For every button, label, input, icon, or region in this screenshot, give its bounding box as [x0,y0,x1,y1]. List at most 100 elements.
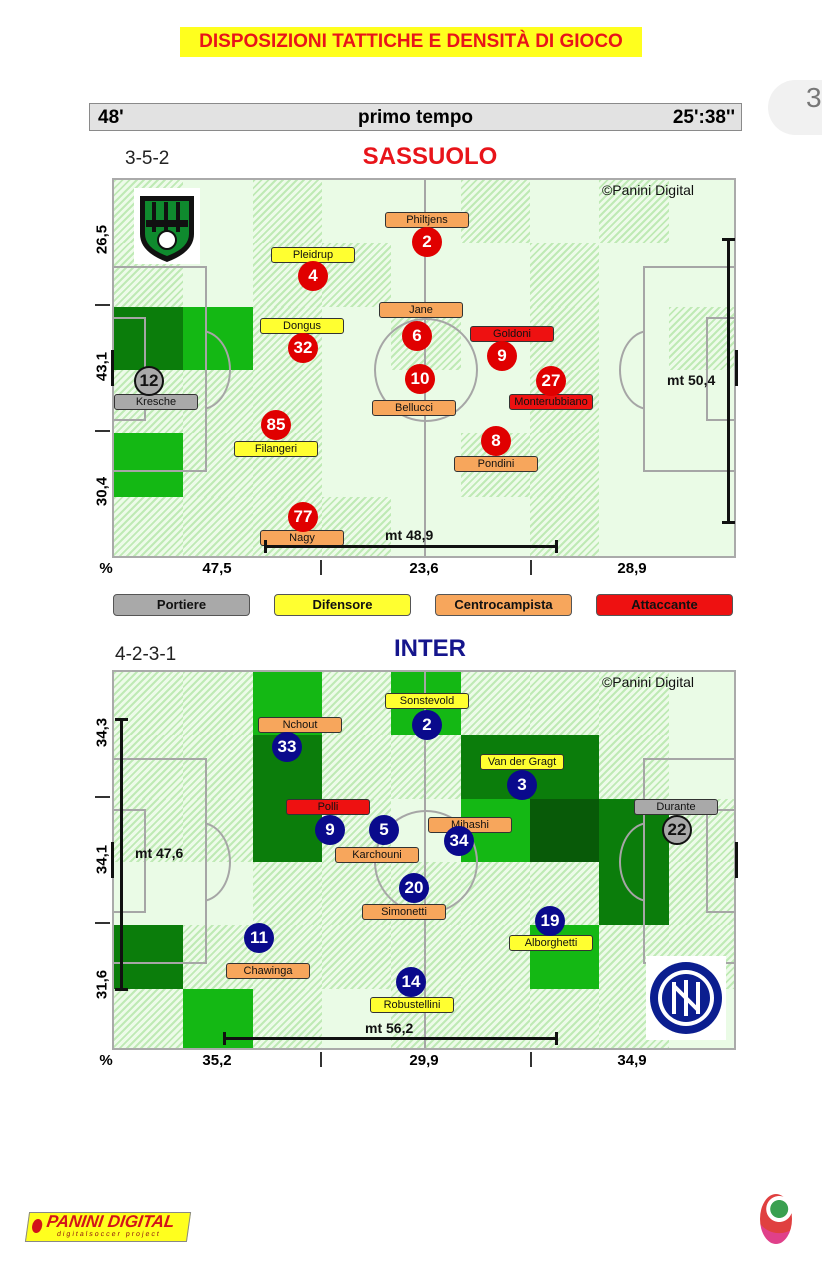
player-name-label: Karchouni [335,847,419,863]
player-marker[interactable]: 14 [396,967,426,997]
player-marker[interactable]: 77 [288,502,318,532]
length-span-label: mt 48,9 [385,527,434,543]
player-marker[interactable]: 8 [481,426,511,456]
player-name-label: Simonetti [362,904,446,920]
match-time-bar: 48' primo tempo 25':38'' [89,103,742,131]
density-cell [183,672,253,736]
player-marker[interactable]: 32 [288,333,318,363]
player-marker[interactable]: 10 [405,364,435,394]
axis-tick [95,796,110,798]
player-name-label: Monterubbiano [509,394,593,410]
player-marker[interactable]: 20 [399,873,429,903]
player-marker[interactable]: 2 [412,227,442,257]
width-span-bar [115,718,128,991]
player-marker[interactable]: 11 [244,923,274,953]
player-marker[interactable]: 9 [315,815,345,845]
density-cell [668,861,734,926]
player-marker[interactable]: 12 [134,366,164,396]
axis-tick [530,560,532,575]
density-cell [668,433,734,497]
density-cell [668,180,734,244]
player-marker[interactable]: 6 [402,321,432,351]
legend-portiere: Portiere [113,594,250,616]
player-name-label: Van der Gragt [480,754,564,770]
percent-symbol: % [99,560,113,577]
zone-percent-left: 31,6 [93,969,111,1000]
axis-tick [95,430,110,432]
player-marker[interactable]: 22 [662,815,692,845]
copyright-label: ©Panini Digital [601,182,694,198]
density-cell [529,988,600,1048]
density-cell [114,672,184,736]
player-marker[interactable]: 9 [487,341,517,371]
density-cell [114,735,184,799]
density-cell [668,735,734,799]
report-title: DISPOSIZIONI TATTICHE E DENSITÀ DI GIOCO [180,27,642,57]
possession-time: 25':38'' [672,107,735,128]
team-name: SASSUOLO [362,143,498,170]
axis-tick [95,304,110,306]
minute: 48' [98,107,124,128]
density-cell [529,433,600,497]
period: primo tempo [357,107,474,128]
player-marker[interactable]: 85 [261,410,291,440]
player-marker[interactable]: 33 [272,732,302,762]
legend-centrocampista: Centrocampista [435,594,572,616]
length-span-bar [264,540,558,553]
player-marker[interactable]: 5 [369,815,399,845]
density-cell [114,988,184,1048]
page-number-tab[interactable]: 3 [768,80,822,135]
formation-label: 4-2-3-1 [115,644,177,665]
density-cell [252,180,322,244]
width-span-label: mt 47,6 [135,845,184,861]
density-cell [321,735,392,799]
zone-percent-left: 43,1 [93,351,111,382]
density-cell [529,243,600,307]
width-span-label: mt 50,4 [667,372,716,388]
zone-percent-bottom: 34,9 [617,1052,647,1069]
zone-percent-left: 26,5 [93,224,111,255]
zone-percent-left: 30,4 [93,476,111,507]
right-goal-area [706,317,734,421]
player-name-label: Jane [379,302,463,318]
player-name-label: Filangeri [234,441,318,457]
player-marker[interactable]: 3 [507,770,537,800]
density-cell [460,243,530,307]
center-marker [111,350,114,386]
density-cell [183,988,253,1048]
zone-percent-left: 34,1 [93,844,111,875]
density-cell [668,496,734,556]
density-cell [599,672,669,736]
player-marker[interactable]: 19 [535,906,565,936]
left-goal-area [114,809,146,913]
axis-tick [530,1052,532,1067]
player-marker[interactable]: 27 [536,366,566,396]
length-span-label: mt 56,2 [365,1020,414,1036]
player-name-label: Kresche [114,394,198,410]
legend-difensore: Difensore [274,594,411,616]
player-name-label: Bellucci [372,400,456,416]
density-cell [668,369,734,434]
density-cell [529,798,600,862]
zone-percent-bottom: 28,9 [617,560,647,577]
player-marker[interactable]: 4 [298,261,328,291]
density-cell [252,861,322,926]
player-name-label: Polli [286,799,370,815]
player-marker[interactable]: 2 [412,710,442,740]
player-name-label: Pondini [454,456,538,472]
density-cell [599,496,669,556]
density-cell [183,496,253,556]
zone-percent-bottom: 23,6 [409,560,439,577]
player-name-label: Goldoni [470,326,554,342]
copyright-label: ©Panini Digital [601,674,694,690]
density-cell [529,672,600,736]
sassuolo-logo [134,188,200,264]
panini-digital-logo: PANINI DIGITAL digitalsoccer project [24,1212,192,1242]
density-cell [460,672,530,736]
player-name-label: Sonstevold [385,693,469,709]
right-penalty-box [643,266,734,472]
player-marker[interactable]: 34 [444,826,474,856]
density-cell [114,861,184,926]
axis-tick [320,560,322,575]
